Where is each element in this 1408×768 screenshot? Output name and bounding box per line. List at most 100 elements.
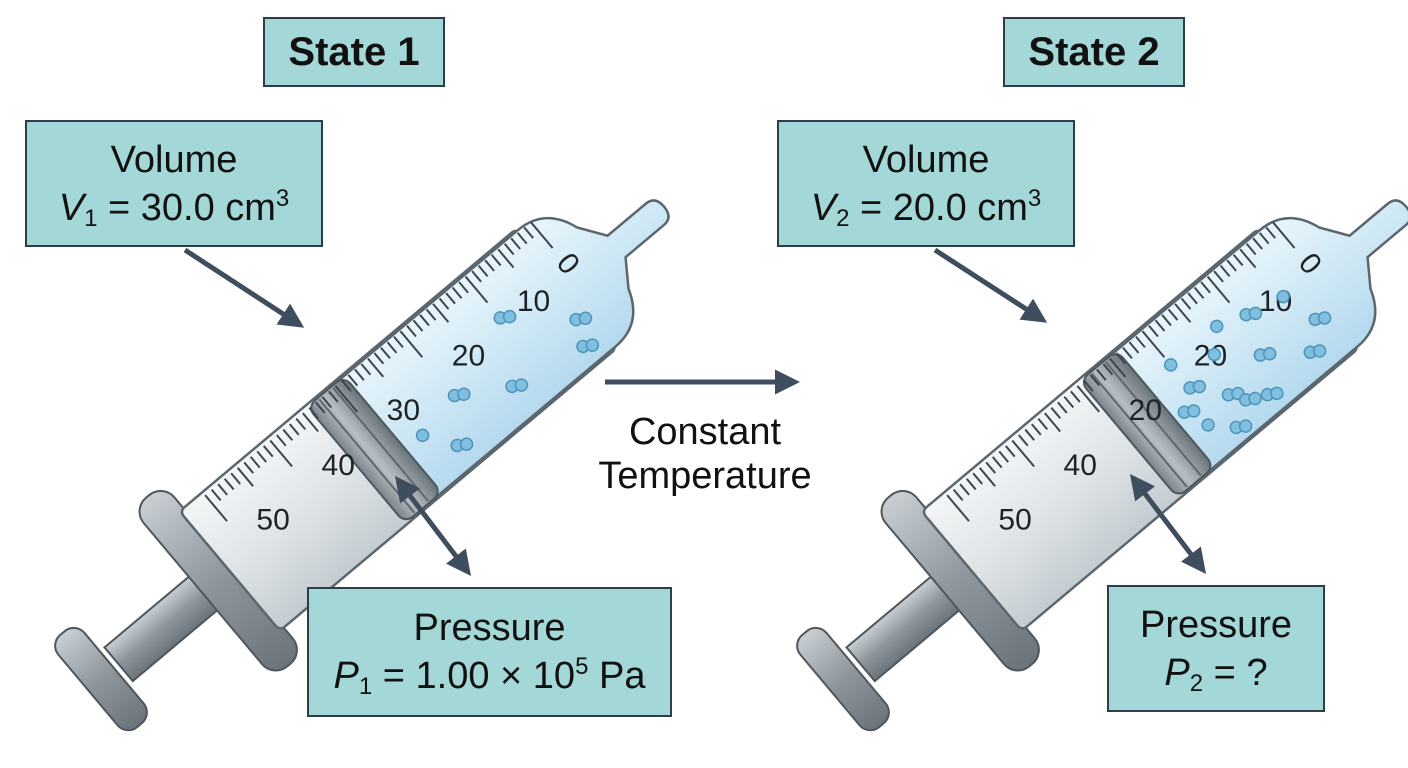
tick-mark <box>289 423 300 436</box>
tick-mark <box>1148 325 1159 338</box>
tick-mark <box>1057 401 1068 414</box>
tick-mark <box>1004 445 1016 458</box>
tick-mark <box>1219 264 1231 278</box>
tick-mark <box>328 390 339 403</box>
gas-molecules <box>1164 289 1332 435</box>
tick-mark <box>464 275 489 304</box>
scale-label-50: 50 <box>998 503 1031 536</box>
tick-mark <box>1037 417 1049 430</box>
gas-molecule <box>502 309 517 324</box>
state-2-title-text: State 2 <box>1028 29 1160 74</box>
gas-molecule <box>1317 311 1332 325</box>
gas-molecule <box>1201 418 1215 432</box>
tick-mark <box>1174 303 1192 323</box>
volume-pointer-arrow-2 <box>933 247 1048 323</box>
graduation-ticks <box>204 221 554 522</box>
tick-mark <box>965 478 977 491</box>
pressure-equation: P2 = ? <box>1164 651 1268 697</box>
tick-mark <box>1024 428 1036 441</box>
tick-mark <box>1109 357 1127 378</box>
tick-mark <box>406 325 417 338</box>
tick-mark <box>1122 346 1133 359</box>
tick-mark <box>1031 423 1042 436</box>
scale-label-20: 20 <box>452 340 485 373</box>
gas-chamber <box>1108 199 1408 474</box>
tick-mark <box>1252 237 1263 250</box>
tick-mark <box>354 368 365 381</box>
pressure-heading: Pressure <box>413 607 566 649</box>
tick-mark <box>1187 292 1198 305</box>
tick-mark <box>1213 270 1224 283</box>
tick-mark <box>1200 281 1211 294</box>
pressure-heading: Pressure <box>1139 603 1293 646</box>
gas-chamber <box>336 199 670 500</box>
tick-mark <box>438 297 450 310</box>
tick-mark <box>295 417 307 430</box>
tick-mark <box>991 456 1003 469</box>
tick-mark <box>1128 341 1140 354</box>
tick-mark <box>334 385 358 413</box>
tick-mark <box>1050 407 1062 420</box>
tick-mark <box>471 270 482 283</box>
tick-mark <box>484 259 495 272</box>
gas-molecule <box>1207 347 1222 362</box>
tick-mark <box>477 264 489 278</box>
tick-mark <box>275 434 287 447</box>
tick-mark <box>1180 297 1192 310</box>
tick-mark <box>972 472 983 485</box>
volume-equation: V1 = 30.0 cm3 <box>58 184 290 232</box>
tick-mark <box>204 494 228 522</box>
tick-mark <box>347 374 359 387</box>
gas-molecules <box>415 309 600 453</box>
state-2-title: State 2 <box>1003 17 1185 87</box>
tick-mark <box>1083 379 1094 392</box>
tick-mark <box>1265 226 1276 239</box>
tick-mark <box>978 467 996 487</box>
tick-mark <box>510 237 521 250</box>
tick-mark <box>497 248 515 269</box>
gas-molecule <box>1186 404 1201 418</box>
tick-mark <box>445 292 456 305</box>
tick-mark <box>399 330 424 358</box>
tick-mark <box>1239 248 1257 269</box>
tick-mark <box>256 450 267 463</box>
tick-mark <box>243 461 254 474</box>
volume-box-1: Volume V1 = 30.0 cm3 <box>25 120 323 247</box>
scale-label-30: 30 <box>387 394 420 427</box>
tick-mark <box>1102 363 1114 376</box>
tick-mark <box>523 226 534 239</box>
tick-mark <box>360 363 372 376</box>
gas-molecule <box>1270 386 1284 401</box>
tick-mark <box>1096 368 1107 381</box>
volume-equation: V2 = 20.0 cm3 <box>810 184 1042 232</box>
tick-mark <box>223 478 235 491</box>
tick-mark <box>1226 259 1237 272</box>
tick-mark <box>302 412 319 433</box>
pressure-equation: P1 = 1.00 × 105 Pa <box>333 653 646 700</box>
tick-mark <box>393 336 404 349</box>
tick-mark <box>1154 319 1166 332</box>
tick-mark <box>425 308 437 321</box>
tick-mark <box>1258 232 1270 245</box>
gas-molecule <box>1312 344 1327 358</box>
scale-label-20b: 20 <box>1129 394 1162 427</box>
pressure-box-1: Pressure P1 = 1.00 × 105 Pa <box>307 587 672 717</box>
state-1-title-text: State 1 <box>288 29 420 74</box>
gas-molecule <box>457 387 471 401</box>
tick-mark <box>269 439 293 468</box>
volume-pointer-arrow-1 <box>183 247 305 328</box>
gas-molecule <box>1248 306 1263 321</box>
tick-mark <box>1070 390 1081 403</box>
process-label-line-2: Temperature <box>598 455 812 497</box>
volume-heading: Volume <box>110 138 238 181</box>
gas-molecule <box>1192 379 1207 394</box>
tick-mark <box>230 472 241 485</box>
tick-mark <box>315 401 326 414</box>
tick-mark <box>262 445 274 458</box>
graduation-ticks <box>946 221 1296 522</box>
gas-molecule <box>1209 319 1224 334</box>
tick-mark <box>1089 374 1101 387</box>
gas-molecule <box>1276 289 1290 304</box>
tick-mark <box>1135 336 1146 349</box>
